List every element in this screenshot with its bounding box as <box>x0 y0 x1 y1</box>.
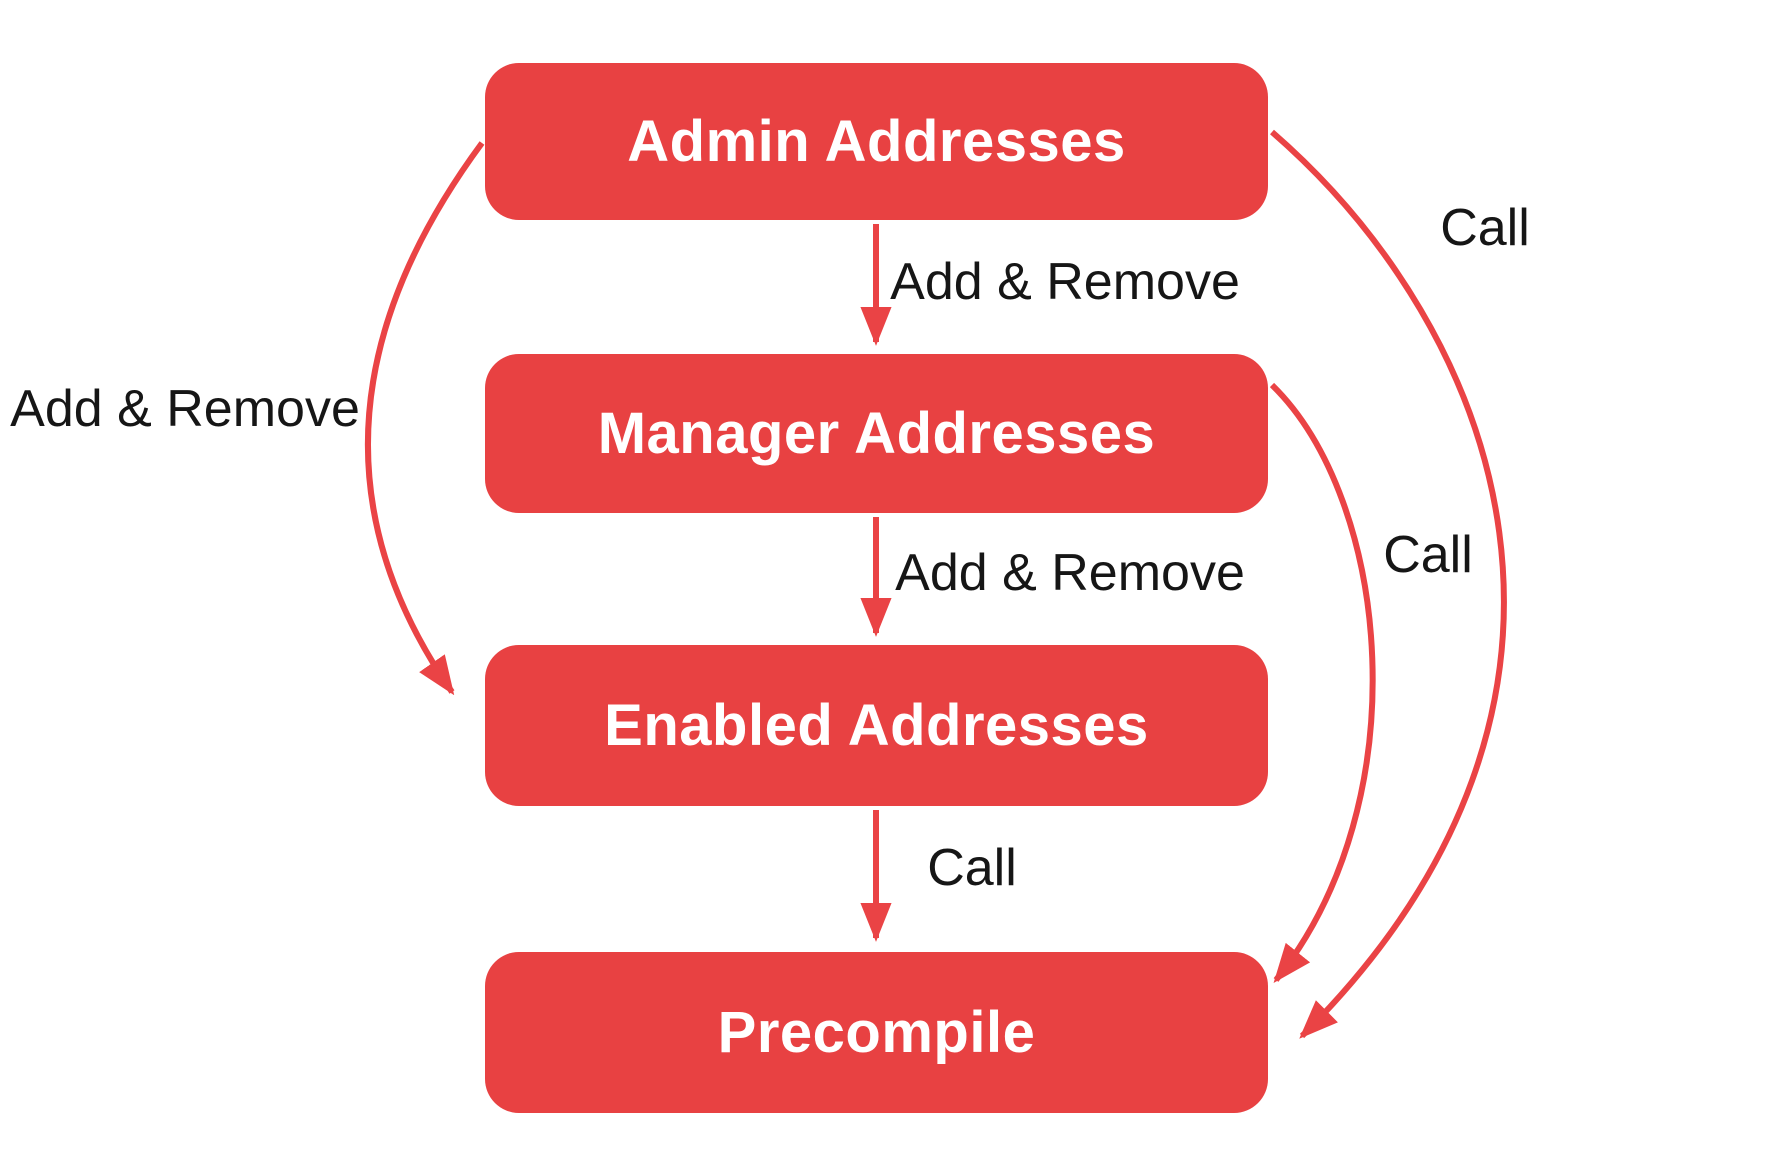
edge-admin-to-precompile-curve-arrow <box>1270 129 1507 1039</box>
node-admin-addresses-label: Admin Addresses <box>627 109 1126 174</box>
edge-label-enabled-to-precompile: Call <box>927 839 1017 897</box>
node-manager-addresses: Manager Addresses <box>485 354 1268 513</box>
edge-label-admin-to-precompile: Call <box>1440 199 1530 257</box>
edge-admin-to-enabled-curve-arrow <box>364 141 485 696</box>
edge-label-manager-to-precompile: Call <box>1383 526 1473 584</box>
node-manager-addresses-label: Manager Addresses <box>597 401 1156 466</box>
edge-manager-to-precompile-curve-arrow <box>1269 382 1376 984</box>
edge-label-admin-to-enabled: Add & Remove <box>10 380 360 438</box>
edge-label-manager-to-enabled: Add & Remove <box>895 544 1245 602</box>
node-enabled-addresses: Enabled Addresses <box>485 645 1268 806</box>
node-admin-addresses: Admin Addresses <box>485 63 1268 220</box>
edge-label-admin-to-manager: Add & Remove <box>890 253 1240 311</box>
node-precompile: Precompile <box>485 952 1268 1113</box>
node-precompile-label: Precompile <box>717 1000 1036 1065</box>
node-enabled-addresses-label: Enabled Addresses <box>604 693 1149 758</box>
